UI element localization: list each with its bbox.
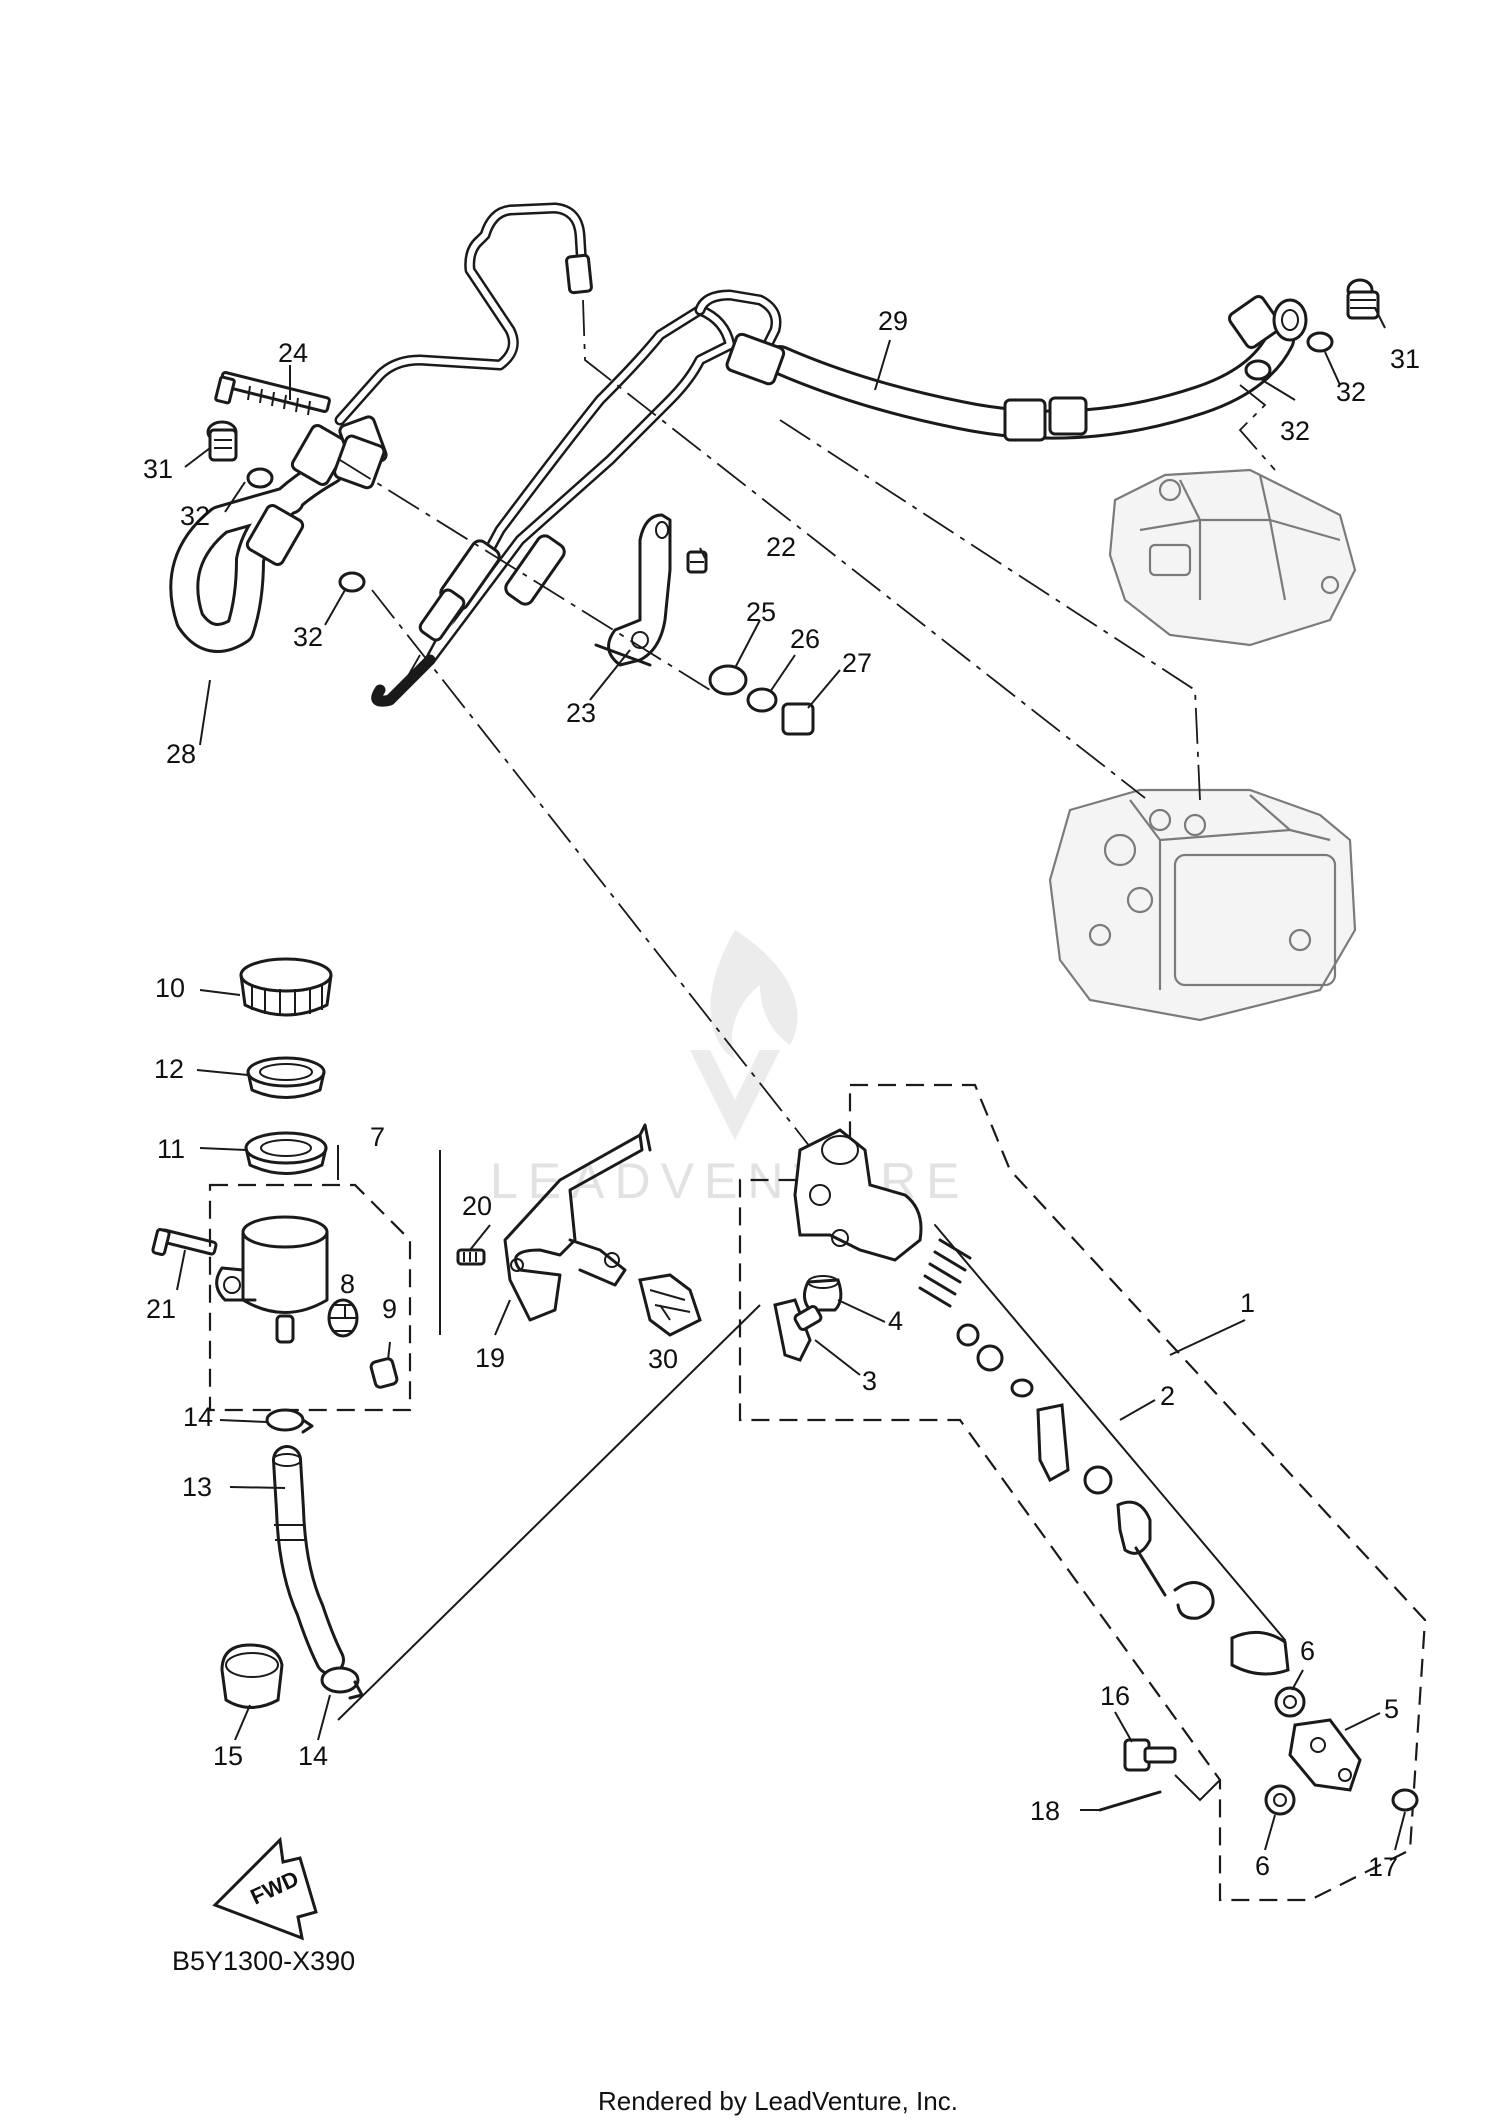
master-cylinder-body: [793, 1128, 923, 1262]
callout-19: 19: [475, 1343, 505, 1373]
watermark-logo: [690, 930, 798, 1140]
ref-line-1: [582, 299, 1146, 799]
callout-21: 21: [146, 1294, 176, 1324]
callout-32-d: 32: [1280, 416, 1310, 446]
rear-brake-caliper: [1108, 468, 1357, 647]
washer-17: [1391, 1788, 1419, 1812]
brake-pipe-abs-to-master: [371, 289, 782, 707]
reservoir-cap-10: [239, 957, 333, 1017]
clip-14-lower: [320, 1666, 364, 1700]
drawing-id: B5Y1300-X390: [172, 1946, 355, 1976]
callout-leaders: [176, 307, 1406, 1851]
callout-6-upper: 6: [1300, 1636, 1315, 1666]
callout-31-left: 31: [143, 454, 173, 484]
group-7-outline: [208, 1183, 412, 1412]
callout-27: 27: [842, 648, 872, 678]
clip-14-upper: [265, 1408, 314, 1434]
reservoir-hose-13: [272, 1445, 345, 1675]
callout-31-right: 31: [1390, 344, 1420, 374]
callout-16: 16: [1100, 1681, 1130, 1711]
washer-32-b: [338, 571, 366, 593]
washer-32-d: [1244, 359, 1272, 381]
bolt-24: [214, 371, 331, 416]
footer-credit: Rendered by LeadVenture, Inc.: [598, 2086, 958, 2116]
callout-20: 20: [462, 1191, 492, 1221]
callout-15: 15: [213, 1741, 243, 1771]
bracket-23: [594, 513, 672, 667]
screw-21: [151, 1228, 218, 1256]
union-bolt-31-right: [1346, 278, 1380, 320]
callout-6-lower: 6: [1255, 1851, 1270, 1881]
grommet-8: [327, 1298, 359, 1338]
brake-hose-28: [169, 415, 388, 653]
union-bolt-31-left: [206, 420, 238, 462]
ref-line-4: [339, 459, 711, 691]
leader-pin: [1174, 1774, 1221, 1802]
callout-13: 13: [182, 1472, 212, 1502]
ref-line-5: [371, 589, 841, 1186]
callout-10: 10: [155, 973, 185, 1003]
fitting-4: [803, 1275, 843, 1312]
callout-23: 23: [566, 698, 596, 728]
grommet-25: [708, 664, 748, 696]
group-1-outline: [738, 1083, 1427, 1902]
callout-24: 24: [278, 338, 308, 368]
joint-3: [773, 1298, 823, 1362]
washer-32-c: [1306, 331, 1334, 353]
brake-pipe-upper: [334, 202, 593, 426]
joint-9: [369, 1357, 399, 1389]
diaphragm-holder-12: [246, 1056, 326, 1099]
washer-32-a: [246, 467, 274, 489]
callout-14-lower: 14: [298, 1741, 328, 1771]
callout-30: 30: [648, 1344, 678, 1374]
diaphragm-11: [244, 1131, 328, 1175]
brake-hose-29: [725, 295, 1308, 442]
callout-18: 18: [1030, 1796, 1060, 1826]
nut-27: [781, 702, 815, 736]
callout-11: 11: [157, 1134, 185, 1164]
callout-28: 28: [166, 739, 196, 769]
ref-line-6: [399, 654, 421, 691]
callout-26: 26: [790, 624, 820, 654]
callout-12: 12: [154, 1054, 184, 1084]
kit-2-parts: [918, 1238, 1290, 1676]
abs-hydraulic-unit: [1048, 788, 1357, 1022]
callout-5: 5: [1384, 1694, 1399, 1724]
callout-labels: 1 2 3 4 5 6 6 7 8 9 10 11 12 13 14 14 15…: [143, 306, 1420, 1882]
callout-17: 17: [1368, 1852, 1398, 1882]
callout-32-c: 32: [1336, 377, 1366, 407]
callout-7: 7: [370, 1122, 385, 1152]
fwd-arrow-icon: FWD: [212, 1836, 318, 1941]
pin-16: [1123, 1738, 1177, 1772]
callout-3: 3: [862, 1366, 877, 1396]
clevis-5: [1288, 1718, 1362, 1792]
clip-15: [220, 1643, 284, 1709]
leader-kit-2-frame: [934, 1224, 1286, 1641]
callout-25: 25: [746, 597, 776, 627]
callout-32-a: 32: [180, 501, 210, 531]
bracket-19: [503, 1123, 652, 1322]
callout-14-upper: 14: [183, 1402, 213, 1432]
nut-6-upper: [1274, 1686, 1306, 1718]
callout-4: 4: [888, 1306, 903, 1336]
pipe-grommets: [418, 534, 566, 642]
switch-30: [638, 1273, 702, 1337]
callout-1: 1: [1240, 1288, 1255, 1318]
bolt-22: [686, 550, 708, 574]
ref-line-3: [1238, 384, 1276, 471]
leader-hose-to-joint: [337, 1304, 761, 1721]
callout-8: 8: [340, 1269, 355, 1299]
nut-6-lower: [1264, 1784, 1296, 1816]
callout-2: 2: [1160, 1381, 1175, 1411]
bolt-20: [456, 1248, 486, 1266]
callout-32-b: 32: [293, 622, 323, 652]
reservoir-7: [215, 1215, 329, 1344]
cotter-pin-18: [1098, 1790, 1162, 1812]
callout-22: 22: [766, 532, 796, 562]
collar-26: [746, 687, 778, 713]
callout-9: 9: [382, 1294, 397, 1324]
callout-29: 29: [878, 306, 908, 336]
